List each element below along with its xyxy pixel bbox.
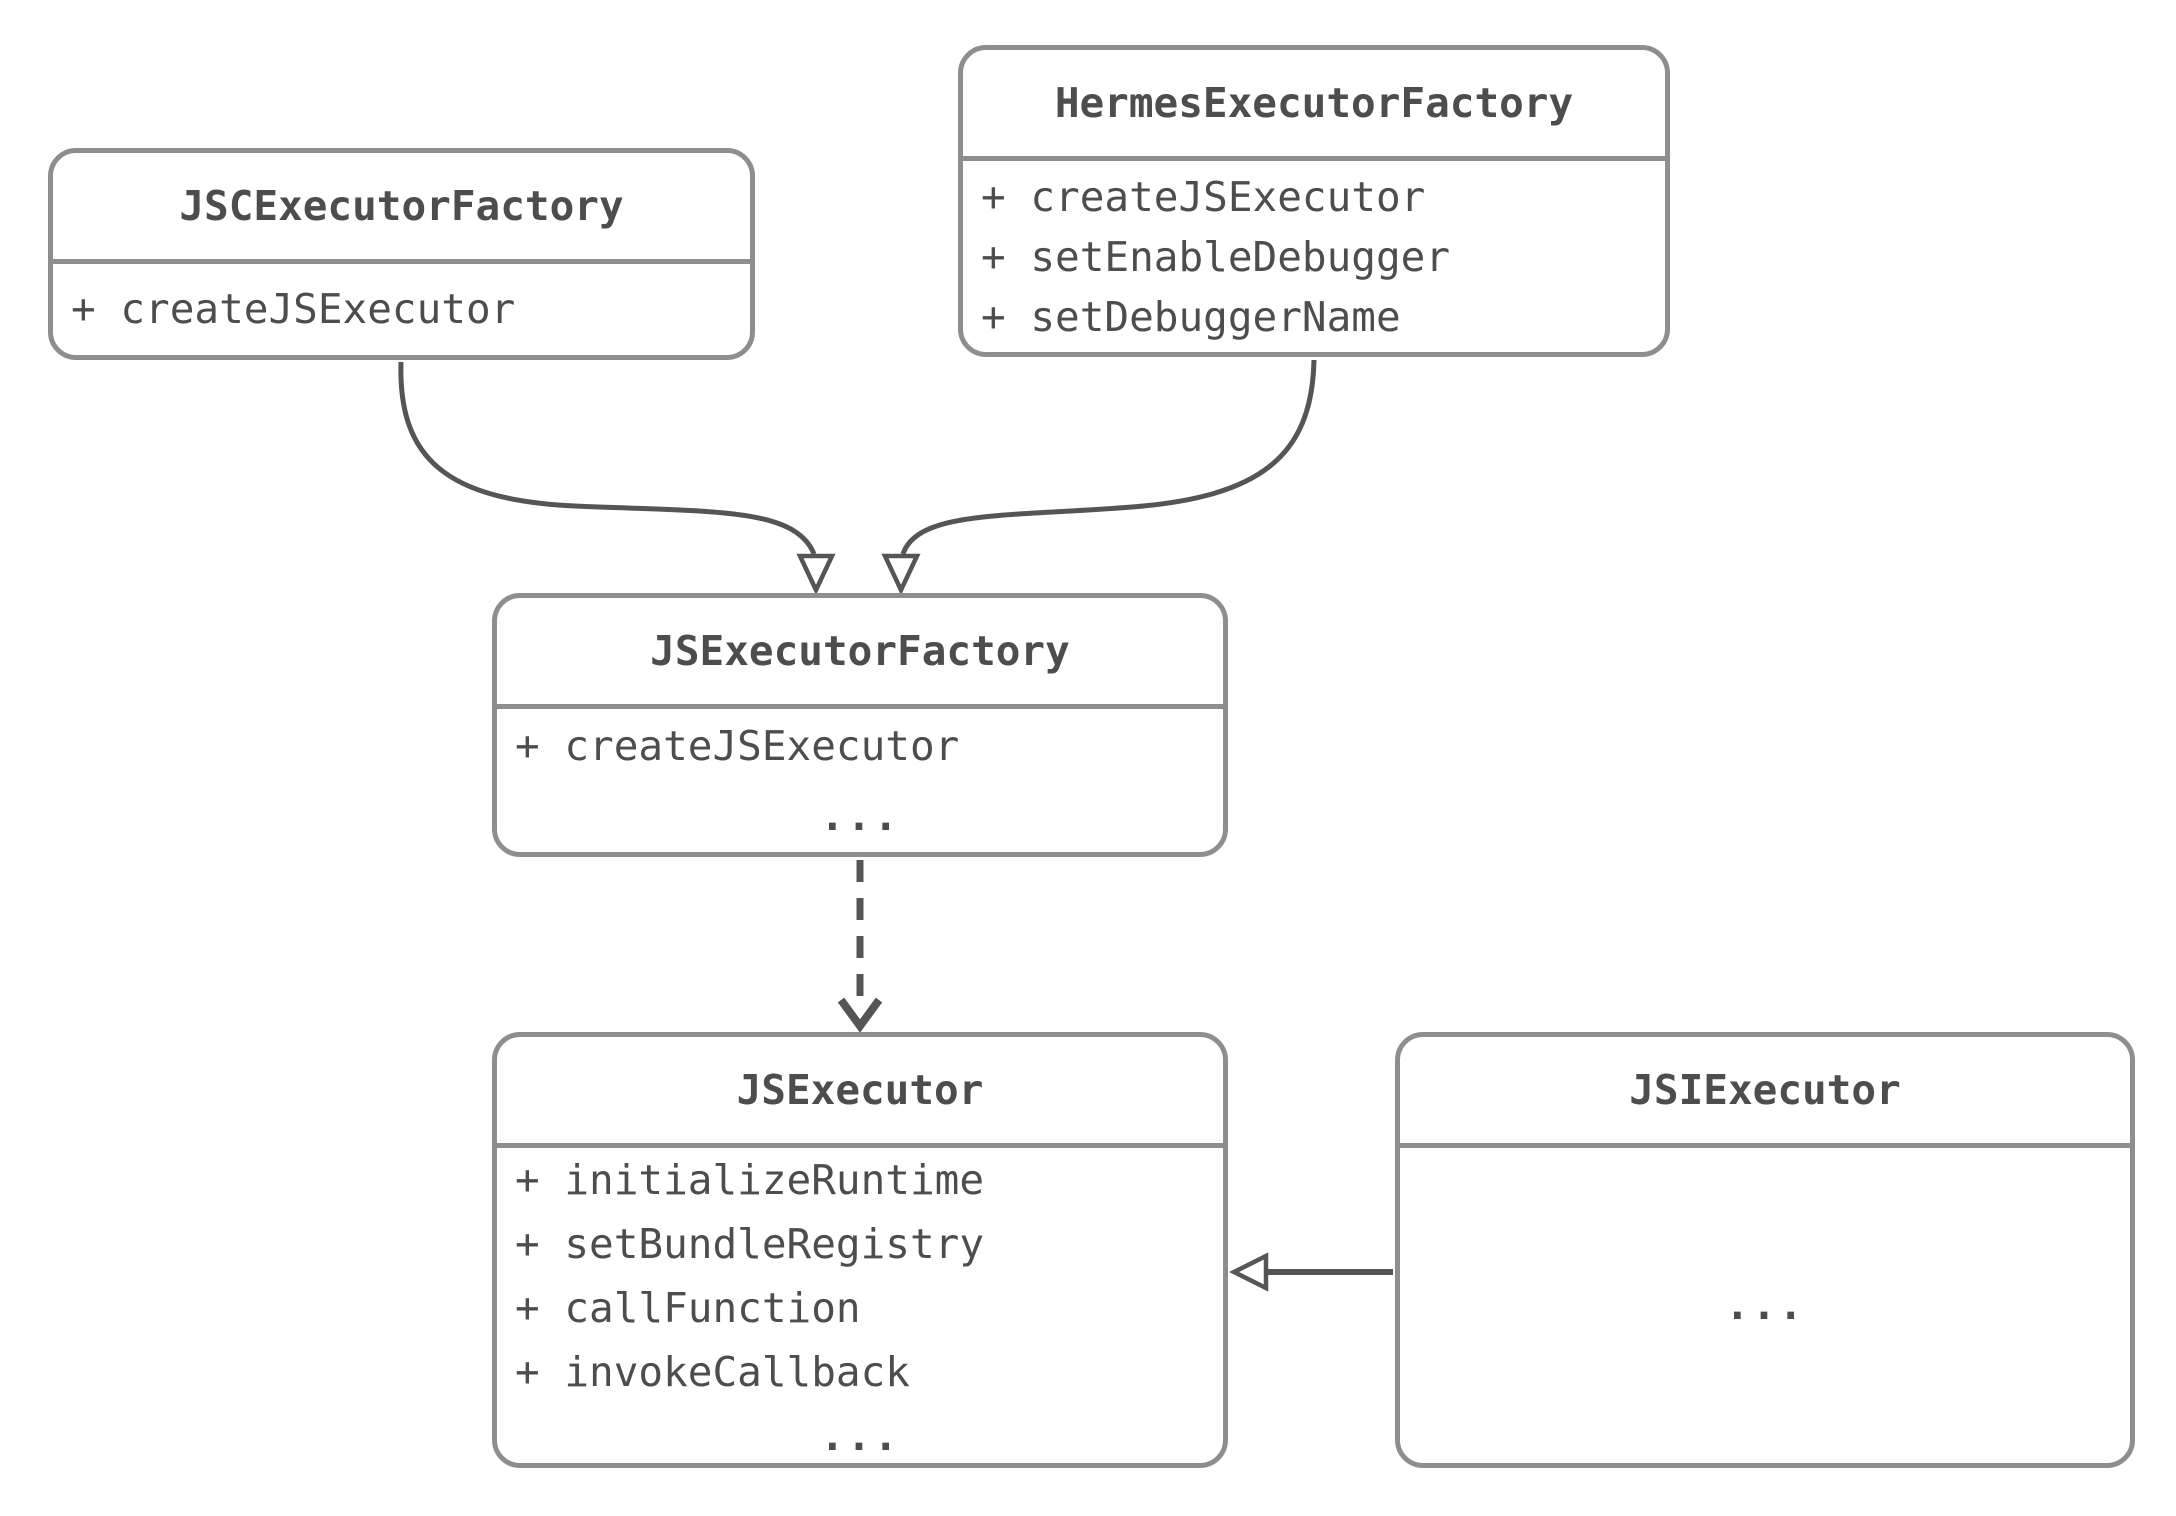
class-members: + createJSExecutor xyxy=(53,264,750,355)
ellipsis-more-members: ... xyxy=(819,1412,901,1460)
class-member: + setEnableDebugger xyxy=(981,232,1450,281)
hollow-triangle-arrowhead-icon xyxy=(1228,1252,1269,1292)
edge-hermesexecutorfactory-to-jsexecutorfactory xyxy=(881,359,1317,596)
class-member: + createJSExecutor xyxy=(981,172,1426,221)
class-box-hermesexecutorfactory: HermesExecutorFactory + createJSExecutor… xyxy=(958,45,1670,357)
class-title: HermesExecutorFactory xyxy=(963,50,1665,161)
class-title: JSCExecutorFactory xyxy=(53,153,750,264)
class-member: + setBundleRegistry xyxy=(515,1220,984,1268)
class-box-jsexecutor: JSExecutor + initializeRuntime + setBund… xyxy=(492,1032,1228,1468)
class-member: + setDebuggerName xyxy=(981,292,1401,341)
generalization-edge-line xyxy=(398,361,817,556)
edge-jscexecutorfactory-to-jsexecutorfactory xyxy=(398,361,836,596)
ellipsis-more-members: ... xyxy=(819,791,901,840)
class-title: JSExecutorFactory xyxy=(497,598,1223,709)
class-title: JSIExecutor xyxy=(1400,1037,2130,1148)
class-box-jscexecutorfactory: JSCExecutorFactory + createJSExecutor xyxy=(48,148,755,360)
class-title: JSExecutor xyxy=(497,1037,1223,1148)
class-box-jsiexecutor: JSIExecutor ... xyxy=(1395,1032,2135,1468)
class-member: + createJSExecutor xyxy=(71,285,516,333)
hollow-triangle-arrowhead-icon xyxy=(881,553,921,596)
class-members: + initializeRuntime + setBundleRegistry … xyxy=(497,1148,1223,1468)
class-members: ... xyxy=(1400,1148,2130,1463)
hollow-triangle-arrowhead-icon xyxy=(796,553,836,596)
class-members: + createJSExecutor ... xyxy=(497,709,1223,852)
ellipsis-more-members: ... xyxy=(1724,1281,1806,1329)
class-members: + createJSExecutor + setEnableDebugger +… xyxy=(963,161,1665,352)
class-member: + initializeRuntime xyxy=(515,1156,984,1204)
edge-jsexecutorfactory-to-jsexecutor xyxy=(837,860,883,1033)
class-member: + createJSExecutor xyxy=(515,721,960,770)
edge-jsiexecutor-to-jsexecutor xyxy=(1228,1252,1393,1292)
class-member: + callFunction xyxy=(515,1284,861,1332)
class-box-jsexecutorfactory: JSExecutorFactory + createJSExecutor ... xyxy=(492,593,1228,857)
class-member: + invokeCallback xyxy=(515,1348,910,1396)
open-vee-arrowhead-icon xyxy=(837,997,883,1033)
generalization-edge-line xyxy=(900,359,1317,555)
